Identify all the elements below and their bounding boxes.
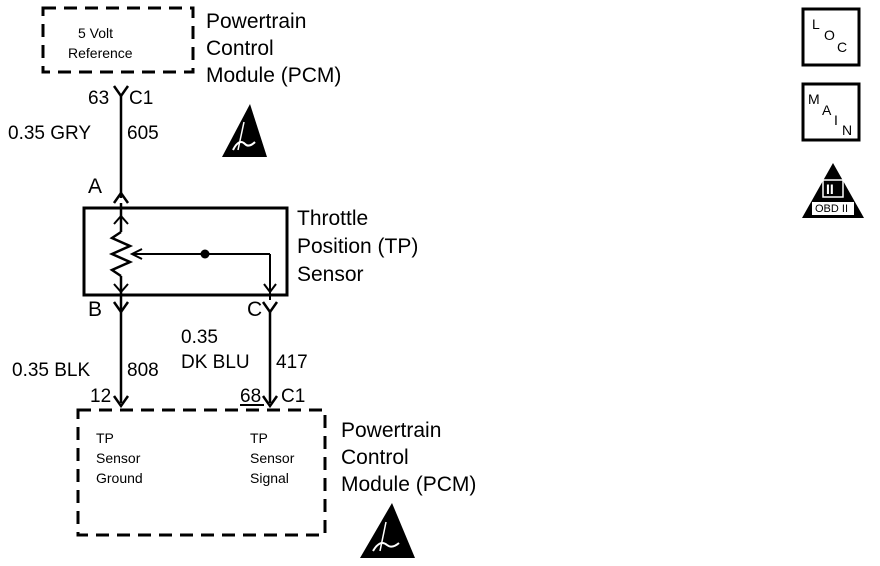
top-pcm-box-line2: Reference	[68, 45, 133, 61]
esd-warning-icon	[360, 503, 415, 558]
wire-417-circuit: 417	[276, 352, 308, 373]
terminal-c-symbol	[261, 301, 279, 315]
wiper-down-arrow	[263, 283, 277, 294]
ground-pin-12: 12	[90, 386, 111, 407]
wiper-junction-dot	[200, 249, 210, 259]
sensor-title-line1: Throttle	[297, 207, 368, 230]
bottom-pcm-dashed-box	[76, 408, 327, 537]
sensor-title-line3: Sensor	[297, 263, 364, 286]
wire-605-gauge-color: 0.35 GRY	[8, 123, 91, 144]
main-letter-a: A	[822, 102, 832, 118]
signal-label-line3: Signal	[250, 470, 289, 486]
esd-warning-icon	[222, 104, 267, 157]
bottom-pcm-title-line2: Control	[341, 446, 409, 469]
top-connector-symbol	[112, 85, 130, 99]
wire-417-color: DK BLU	[181, 352, 250, 373]
bottom-pcm-title-line3: Module (PCM)	[341, 473, 476, 496]
signal-pin-68: 68	[240, 386, 261, 407]
main-letter-n: N	[842, 122, 852, 138]
obd-label: OBD II	[815, 203, 848, 215]
top-pcm-title-line3: Module (PCM)	[206, 64, 341, 87]
pot-resistor-zigzag	[108, 230, 134, 278]
pot-top-arrow	[113, 214, 129, 225]
signal-label-line1: TP	[250, 430, 268, 446]
wire-605-circuit: 605	[127, 123, 159, 144]
pot-bottom-arrow	[113, 283, 129, 294]
sensor-title-line2: Position (TP)	[297, 235, 418, 258]
ground-connector-symbol	[112, 395, 130, 409]
top-pcm-box-line1: 5 Volt	[78, 25, 113, 41]
loc-letter-c: C	[837, 39, 847, 55]
top-pin-63: 63	[88, 88, 109, 109]
terminal-a: A	[88, 175, 102, 198]
bottom-pcm-title-line1: Powertrain	[341, 419, 441, 442]
ground-label-line2: Sensor	[96, 450, 141, 466]
obd-ii-icon[interactable]: II OBD II	[802, 163, 864, 218]
top-pcm-title-line1: Powertrain	[206, 10, 306, 33]
terminal-c: C	[247, 298, 262, 321]
wire-417-gauge: 0.35	[181, 327, 218, 348]
loc-icon[interactable]: L O C	[801, 7, 861, 67]
loc-letter-l: L	[812, 16, 820, 32]
ground-label-line3: Ground	[96, 470, 143, 486]
top-pcm-dashed-box	[41, 6, 195, 74]
top-pcm-title-line2: Control	[206, 37, 274, 60]
obd-numeral: II	[826, 181, 834, 197]
main-letter-i: I	[834, 112, 838, 128]
terminal-a-symbol	[112, 190, 130, 204]
tp-sensor-box	[82, 206, 289, 297]
main-icon[interactable]: M A I N	[801, 82, 861, 142]
wire-808-gauge-color: 0.35 BLK	[12, 360, 90, 381]
bottom-connector-c1: C1	[281, 386, 305, 407]
top-connector-c1: C1	[129, 88, 153, 109]
main-letter-m: M	[808, 91, 820, 107]
signal-connector-symbol	[261, 395, 279, 409]
wire-808-circuit: 808	[127, 360, 159, 381]
loc-letter-o: O	[824, 27, 835, 43]
signal-label-line2: Sensor	[250, 450, 295, 466]
ground-label-line1: TP	[96, 430, 114, 446]
wiper-arrow	[129, 248, 143, 260]
terminal-b: B	[88, 298, 102, 321]
